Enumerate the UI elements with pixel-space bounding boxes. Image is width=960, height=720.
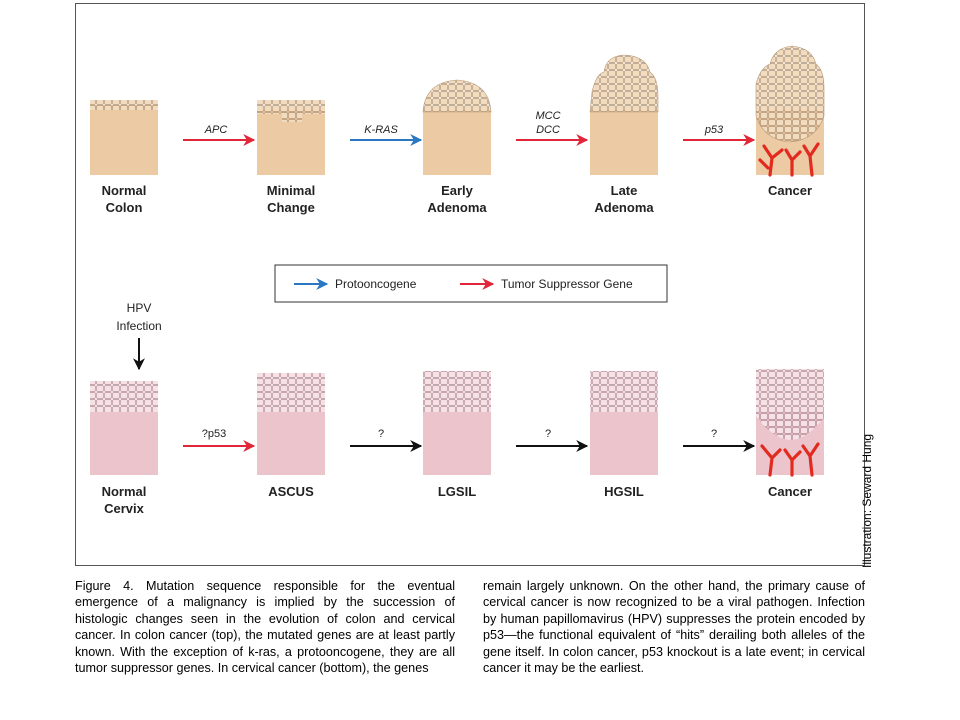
colon-stage-late-adenoma-tissue [589, 54, 659, 175]
cervix-stage-normal-tissue [90, 381, 158, 475]
cervix-arrow-unknown-2: ? [516, 428, 589, 452]
gene-label: ? [545, 428, 551, 440]
gene-label: MCC [535, 110, 560, 122]
stage-label: Cancer [768, 183, 812, 198]
gene-label: p53 [704, 124, 724, 136]
legend-protooncogene: Protooncogene [335, 277, 417, 291]
stage-label: Normal [102, 183, 147, 198]
colon-arrow-mcc-dcc: MCC DCC [516, 110, 589, 146]
stage-label: Cervix [104, 501, 145, 516]
gene-label: ?p53 [202, 428, 226, 440]
stage-label: HGSIL [604, 484, 644, 499]
blood-vessels-icon [760, 442, 820, 477]
stage-label: LGSIL [438, 484, 476, 499]
stage-label: Minimal [267, 183, 315, 198]
illustration-credit: Illustration: Seward Hung [860, 433, 874, 568]
gene-label: ? [378, 428, 384, 440]
colon-stage-early-adenoma-tissue [422, 79, 492, 175]
cervix-arrow-unknown-3: ? [683, 428, 756, 452]
colon-arrow-kras: K-RAS [350, 124, 423, 146]
stage-label: Change [267, 200, 315, 215]
stage-label: Adenoma [594, 200, 654, 215]
cervix-stage-hgsil-tissue [590, 371, 658, 475]
caption-left-column: Figure 4. Mutation sequence responsible … [75, 578, 455, 676]
blood-vessels-icon [758, 142, 820, 177]
stage-label: Late [611, 183, 638, 198]
cervix-stage-lgsil-tissue [423, 371, 491, 475]
gene-label: ? [711, 428, 717, 440]
caption-text: remain largely unknown. On the other han… [483, 579, 865, 676]
gene-label: APC [204, 124, 228, 136]
caption-text: Figure 4. Mutation sequence responsible … [75, 579, 455, 676]
legend-tumor-suppressor: Tumor Suppressor Gene [501, 277, 633, 291]
hpv-label: HPV [127, 301, 152, 315]
stage-label: Colon [106, 200, 143, 215]
legend: Protooncogene Tumor Suppressor Gene [274, 264, 668, 303]
stage-label: Early [441, 183, 474, 198]
colon-stage-normal-tissue [90, 100, 158, 175]
colon-arrow-apc: APC [183, 124, 256, 146]
colon-arrow-p53: p53 [683, 124, 756, 146]
gene-label: DCC [536, 124, 560, 136]
figure-frame [75, 3, 865, 566]
colon-stage-minimal-tissue [257, 100, 325, 175]
stage-label: Adenoma [427, 200, 487, 215]
stage-label: Cancer [768, 484, 812, 499]
cervix-arrow-unknown-1: ? [350, 428, 423, 452]
cervix-stage-cancer-tissue [756, 369, 824, 477]
infection-label: Infection [116, 319, 161, 333]
cervix-arrow-p53: ?p53 [183, 428, 256, 452]
gene-label: K-RAS [364, 124, 398, 136]
caption-right-column: remain largely unknown. On the other han… [483, 578, 865, 676]
stage-label: Normal [102, 484, 147, 499]
stage-label: ASCUS [268, 484, 314, 499]
colon-stage-cancer-tissue [755, 45, 825, 177]
cervix-stage-ascus-tissue [257, 373, 325, 475]
